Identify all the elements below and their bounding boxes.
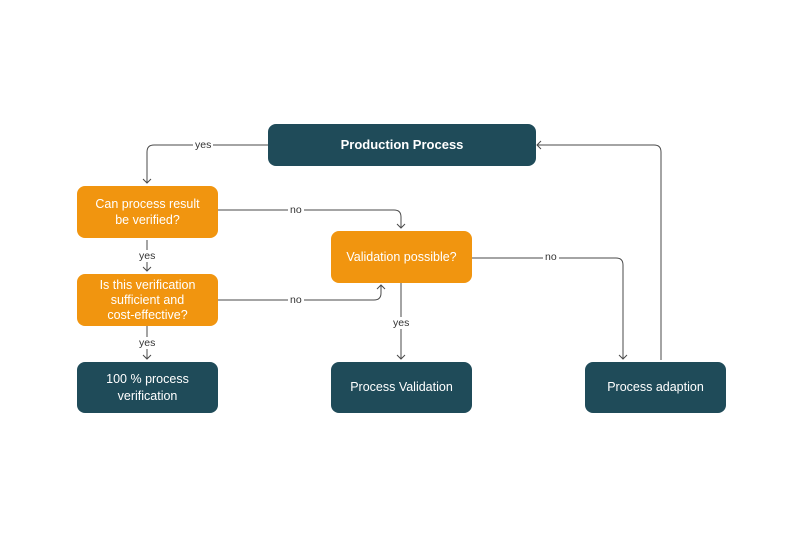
node-process-adaption: Process adaption: [585, 362, 726, 413]
node-full-verification-line-1: 100 % process: [106, 372, 189, 387]
node-production-process: Production Process: [268, 124, 536, 166]
edge-validation-to-adaption: [472, 257, 628, 360]
edge-label-sufficient-no: no: [288, 294, 304, 306]
node-process-validation-label: Process Validation: [350, 380, 453, 395]
node-validation-possible-label: Validation possible?: [346, 249, 457, 264]
node-full-process-verification: 100 % process verification: [77, 362, 218, 413]
node-is-verification-sufficient: Is this verification sufficient and cost…: [77, 274, 218, 326]
edge-label-sufficient-yes: yes: [137, 337, 158, 349]
edge-label-can-verify-yes: yes: [137, 250, 158, 262]
edge-label-validation-yes: yes: [391, 317, 412, 329]
node-can-process-result-be-verified: Can process result be verified?: [77, 186, 218, 238]
node-full-verification-line-2: verification: [117, 388, 178, 403]
edge-production-to-can-verify: [142, 144, 268, 184]
node-process-validation: Process Validation: [331, 362, 472, 413]
edge-label-production-yes: yes: [193, 139, 214, 151]
node-production-process-label: Production Process: [340, 136, 464, 152]
node-sufficient-line-3: cost-effective?: [107, 307, 188, 322]
edge-label-can-verify-no: no: [288, 204, 304, 216]
node-can-verify-line-1: Can process result: [95, 196, 200, 211]
node-process-adaption-label: Process adaption: [607, 380, 704, 395]
edge-can-verify-to-validation: [218, 209, 406, 229]
edge-label-validation-no: no: [543, 251, 559, 263]
edge-sufficient-to-validation: [218, 284, 386, 301]
node-can-verify-line-2: be verified?: [115, 213, 180, 227]
node-validation-possible: Validation possible?: [331, 231, 472, 283]
node-sufficient-line-1: Is this verification: [99, 277, 196, 292]
node-sufficient-line-2: sufficient and: [110, 292, 185, 307]
edge-adaption-to-production: [536, 140, 662, 360]
